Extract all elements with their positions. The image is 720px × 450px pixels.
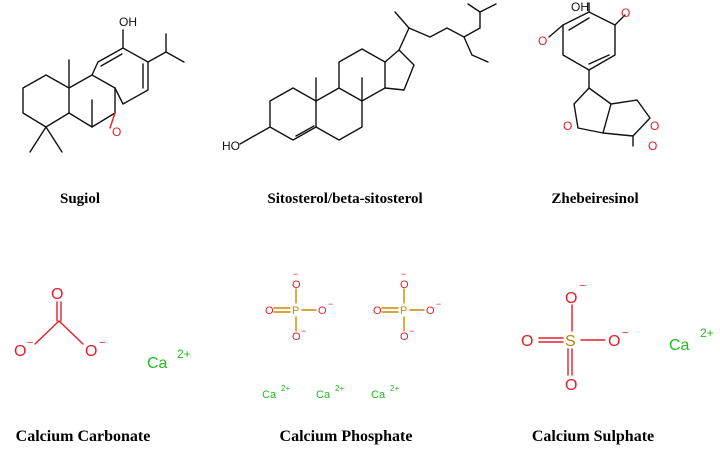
calcium-sulphate-structure: O − O S O − O Ca 2+ — [521, 280, 714, 394]
caption-sugiol: Sugiol — [59, 191, 101, 207]
sulphate-o-top-charge: − — [579, 280, 585, 292]
phosphate-calcium-1-charge: 2+ — [281, 384, 290, 393]
phosphate2-o-top: O — [400, 279, 409, 291]
calcium-phosphate-structure: O − O P O − O − O − O P O − O − Ca 2+ Ca… — [262, 269, 441, 401]
phosphate2-o-bottom: O — [400, 331, 409, 343]
phosphate-calcium-2: Ca — [316, 389, 331, 401]
zheb-ring-o2-label: O — [650, 119, 659, 133]
carbonate-o-top: O — [51, 286, 63, 303]
sitosterol-structure: HO — [222, 3, 497, 153]
phosphate2-o-right-charge: − — [436, 299, 441, 309]
zheb-ring-o1-label: O — [563, 119, 572, 133]
phosphate2-o-left: O — [373, 305, 382, 317]
zheb-methoxy-o2-label: O — [621, 6, 630, 20]
phosphate-calcium-2-charge: 2+ — [335, 384, 344, 393]
caption-calcium-sulphate: Calcium Sulphate — [531, 428, 655, 445]
sulphate-o-right: O — [608, 333, 620, 350]
carbonate-calcium: Ca — [147, 355, 168, 372]
phosphate2-p: P — [400, 305, 407, 317]
sulphate-calcium-charge: 2+ — [700, 326, 714, 340]
carbonate-calcium-charge: 2+ — [177, 347, 191, 361]
carbonate-charge-left: − — [27, 337, 33, 349]
carbonate-o-right: O — [85, 343, 97, 360]
calcium-carbonate-structure: O O − O − Ca 2+ — [14, 286, 191, 372]
sitosterol-ho-label: HO — [222, 139, 240, 153]
phosphate-calcium-1: Ca — [262, 389, 277, 401]
sulphate-o-left: O — [521, 333, 533, 350]
phosphate2-o-bottom-charge: − — [409, 326, 414, 336]
carbonate-charge-right: − — [99, 337, 105, 349]
phosphate1-o-left: O — [265, 305, 274, 317]
sulphate-o-right-charge: − — [622, 327, 628, 339]
phosphate-calcium-3: Ca — [371, 389, 386, 401]
carbonate-o-left: O — [14, 343, 26, 360]
caption-sitosterol: Sitosterol/beta-sitosterol — [267, 191, 423, 207]
phosphate1-o-top-charge: − — [293, 269, 298, 279]
zheb-oh-label: OH — [571, 0, 589, 14]
sulphate-o-top: O — [565, 290, 577, 307]
sugiol-oh-label: OH — [119, 15, 137, 29]
sulphate-s: S — [565, 333, 576, 350]
phosphate2-o-right: O — [426, 305, 435, 317]
caption-calcium-carbonate: Calcium Carbonate — [15, 428, 151, 445]
phosphate1-p: P — [292, 305, 299, 317]
sugiol-structure: OH O — [22, 15, 185, 153]
phosphate1-o-right-charge: − — [328, 299, 333, 309]
sugiol-ketone-o-label: O — [112, 125, 121, 139]
phosphate1-o-right: O — [318, 305, 327, 317]
caption-zhebeiresinol: Zhebeiresinol — [551, 191, 639, 207]
sulphate-o-bottom: O — [565, 377, 577, 394]
phosphate1-o-bottom-charge: − — [301, 326, 306, 336]
caption-calcium-phosphate: Calcium Phosphate — [279, 428, 413, 445]
sulphate-calcium: Ca — [669, 337, 690, 354]
zheb-methoxy-o1-label: O — [538, 34, 547, 48]
phosphate-calcium-3-charge: 2+ — [390, 384, 399, 393]
phosphate1-o-bottom: O — [292, 331, 301, 343]
zheb-carbonyl-o-label: O — [648, 139, 657, 153]
phosphate1-o-top: O — [292, 279, 301, 291]
phosphate2-o-top-charge: − — [401, 269, 406, 279]
zhebeiresinol-structure: OH O O O O O — [538, 0, 659, 153]
